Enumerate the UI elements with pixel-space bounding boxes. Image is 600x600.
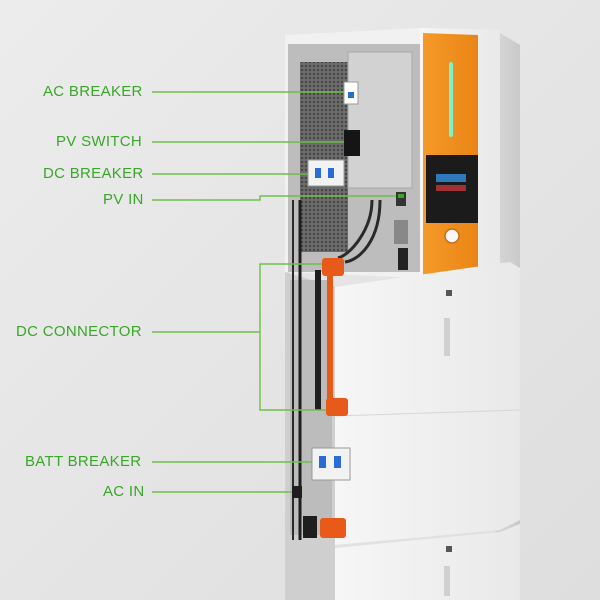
pv-switch-part <box>344 130 360 156</box>
label-dc-breaker: DC BREAKER <box>43 165 144 182</box>
ac-in-part <box>292 486 302 498</box>
label-pv-switch: PV SWITCH <box>56 133 143 150</box>
label-ac-breaker: AC BREAKER <box>43 83 143 100</box>
status-light-bar <box>449 62 453 137</box>
label-ac-in: AC IN <box>103 483 145 500</box>
label-dc-connector: DC CONNECTOR <box>16 323 142 340</box>
pv-in-part <box>396 192 406 206</box>
power-button <box>444 228 460 244</box>
batt-breaker-part <box>311 447 351 481</box>
vent-grille <box>300 62 348 252</box>
cable-rack <box>285 199 382 600</box>
label-batt-breaker: BATT BREAKER <box>25 453 142 470</box>
battery-module-lower <box>335 524 520 600</box>
battery-module-upper <box>334 262 521 545</box>
inverter-unit <box>285 28 500 278</box>
leader-pv-in <box>152 195 396 201</box>
label-pv-in: PV IN <box>103 191 144 208</box>
leader-lines <box>152 91 396 493</box>
dc-breaker-part <box>307 159 345 187</box>
leader-dc-connector-bracket <box>259 263 326 411</box>
